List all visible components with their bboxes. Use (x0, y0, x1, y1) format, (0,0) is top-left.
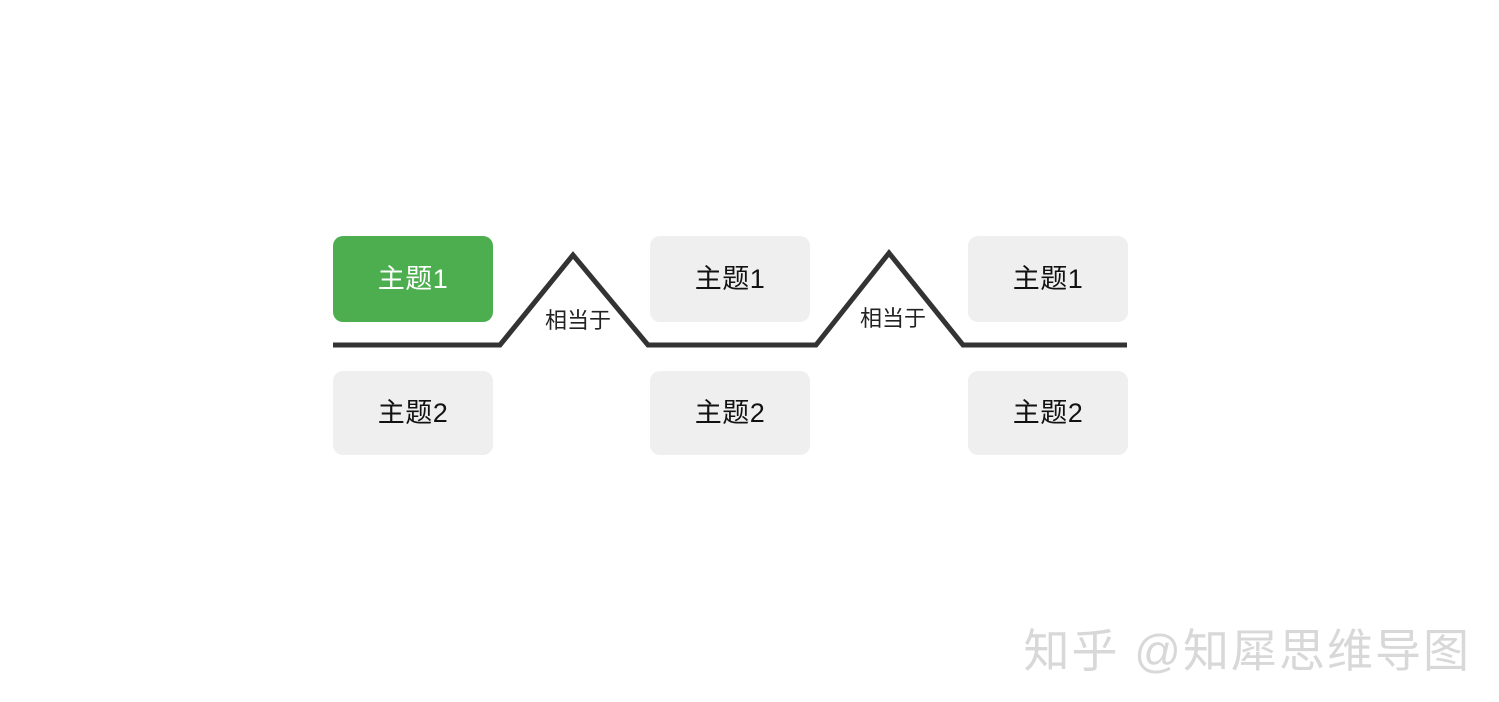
topic-node-label: 主题2 (1012, 397, 1084, 428)
topic-node-label: 主题1 (377, 263, 449, 294)
connector-label-equivalence-2: 相当于 (860, 306, 927, 331)
topic-node-label: 主题1 (1012, 263, 1084, 294)
topic-node-label: 主题2 (694, 397, 766, 428)
topic-node-group2-top[interactable]: 主题1 (650, 236, 810, 322)
topic-node-group2-bottom[interactable]: 主题2 (650, 371, 810, 455)
topic-node-label: 主题1 (694, 263, 766, 294)
connector-label-equivalence-1: 相当于 (545, 308, 612, 333)
topic-node-group3-top[interactable]: 主题1 (968, 236, 1128, 322)
topic-node-group3-bottom[interactable]: 主题2 (968, 371, 1128, 455)
topic-node-group1-top[interactable]: 主题1 (333, 236, 493, 322)
topic-node-label: 主题2 (377, 397, 449, 428)
topic-node-group1-bottom[interactable]: 主题2 (333, 371, 493, 455)
watermark-text: 知乎 @知犀思维导图 (1023, 625, 1471, 677)
